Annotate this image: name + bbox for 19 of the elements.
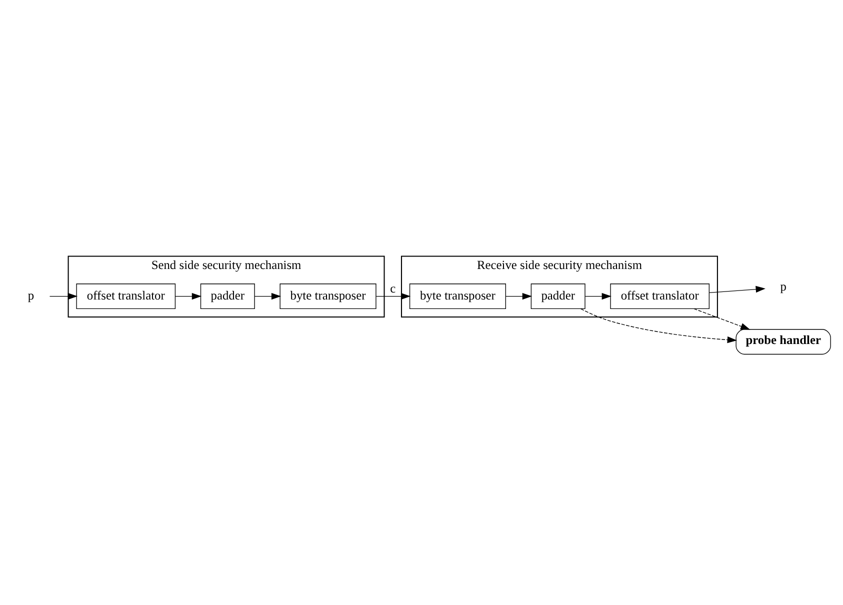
edge-label: c (390, 281, 396, 296)
arrow (254, 292, 282, 300)
node-box: offset translator (610, 284, 710, 310)
arrow (174, 292, 202, 300)
arrow (49, 292, 78, 300)
arrow (694, 308, 750, 330)
node-text: p (780, 279, 786, 294)
node-box: padder (530, 284, 586, 310)
arrow (584, 292, 612, 300)
node-box: probe handler (736, 329, 831, 355)
arrow (708, 286, 766, 294)
node-box: byte transposer (409, 284, 506, 310)
arrow (506, 292, 532, 300)
node-text: p (28, 288, 34, 302)
node-box: byte transposer (280, 284, 376, 310)
node-box: offset translator (76, 284, 176, 310)
node-box: padder (200, 284, 255, 310)
arrow (376, 292, 411, 300)
arrow (580, 308, 738, 344)
